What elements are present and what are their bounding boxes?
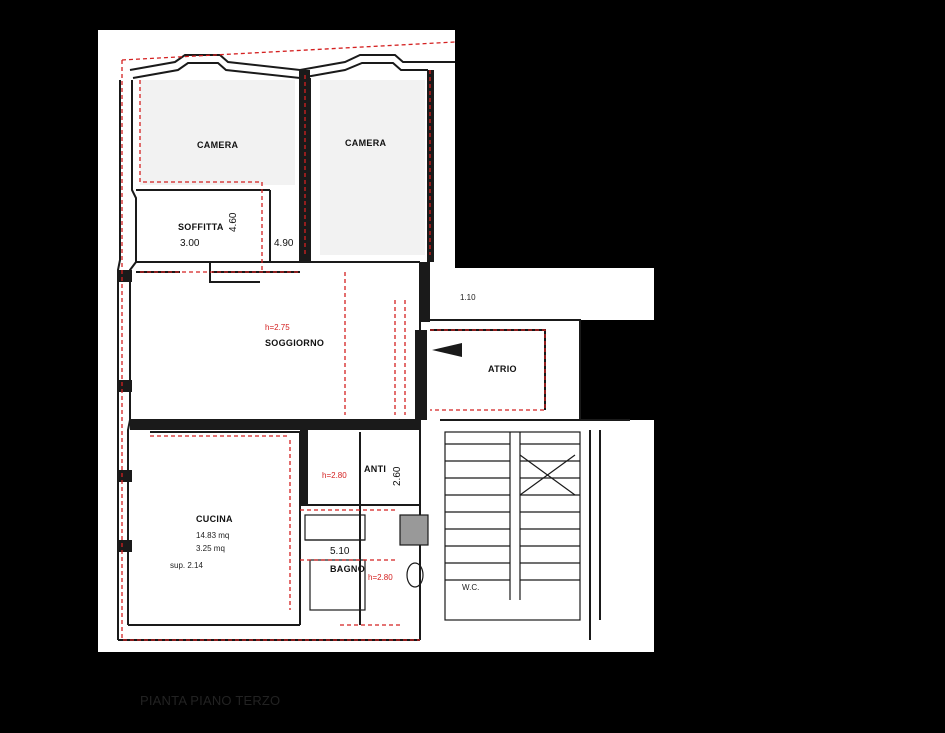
dim-bagno-area: 5.10	[330, 546, 350, 557]
stair-dark-area	[580, 320, 654, 420]
room-label-camera-2: CAMERA	[345, 138, 386, 148]
cucina-line-1: 14.83 mq	[196, 531, 229, 540]
room-label-cucina: CUCINA	[196, 514, 233, 524]
plan-caption: PIANTA PIANO TERZO	[140, 693, 281, 708]
room-label-atrio: ATRIO	[488, 364, 517, 374]
dim-soffitta-side: 4.90	[274, 238, 294, 249]
floor-shading	[140, 80, 425, 255]
red-overlay	[121, 41, 546, 641]
room-label-anti: ANTI	[364, 464, 386, 474]
room-label-soffitta: SOFFITTA	[178, 222, 224, 232]
neighbour-area	[455, 30, 654, 268]
entrance-arrow-icon	[432, 343, 462, 357]
cucina-line-2: 3.25 mq	[196, 544, 225, 553]
room-label-wc: W.C.	[462, 583, 479, 592]
cucina-line-3: sup. 2.14	[170, 561, 203, 570]
room-label-soggiorno: SOGGIORNO	[265, 338, 324, 348]
note-soggiorno-height: h=2.75	[265, 323, 290, 332]
dim-soffitta-height: 4.60	[228, 212, 239, 232]
note-bagno-height: h=2.80	[368, 573, 393, 582]
room-label-bagno: BAGNO	[330, 564, 365, 574]
dim-soffitta-width: 3.00	[180, 238, 200, 249]
note-anti-height: h=2.80	[322, 471, 347, 480]
bathroom-fixtures	[304, 514, 429, 611]
corridor-note: 1.10	[460, 293, 476, 302]
room-label-camera-1: CAMERA	[197, 140, 238, 150]
staircase	[444, 431, 581, 621]
dim-anti-height: 2.60	[392, 466, 403, 486]
